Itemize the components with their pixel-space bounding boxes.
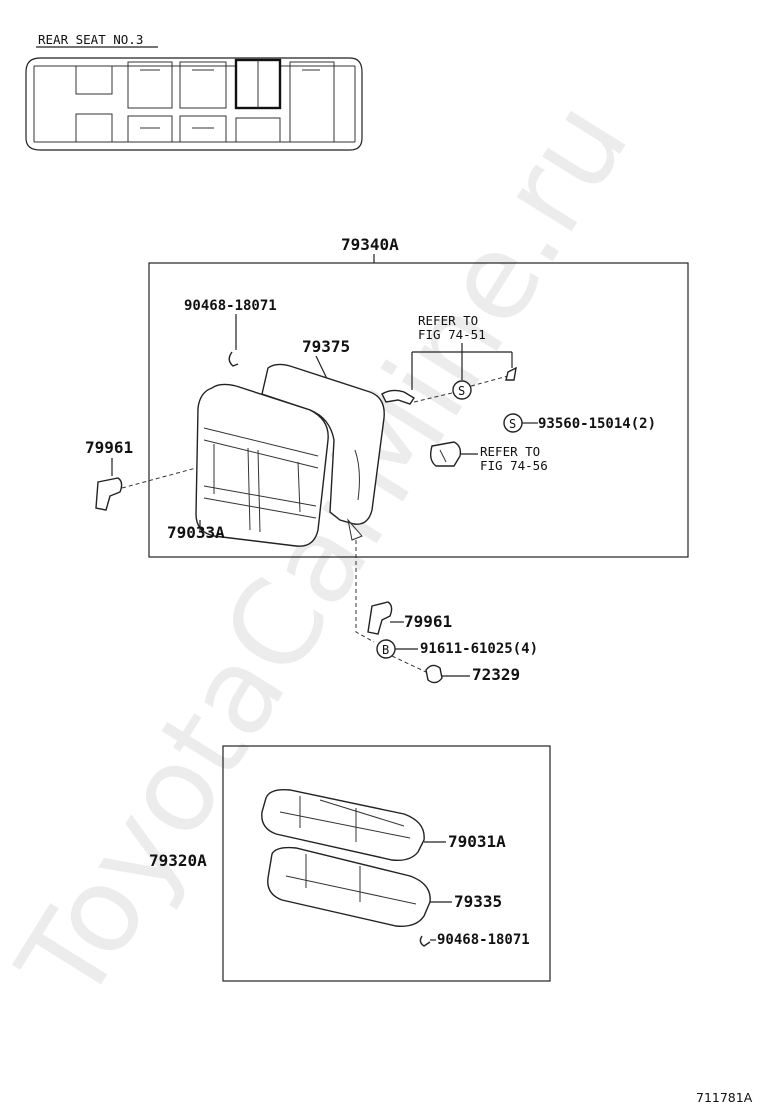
clip-icon <box>228 351 239 367</box>
label-79033A: 79033A <box>167 523 225 542</box>
cushion-pad <box>267 846 431 927</box>
label-79375: 79375 <box>302 337 350 356</box>
vehicle-layout-thumbnail <box>25 57 363 151</box>
seatback-cover <box>195 383 329 547</box>
seatback-assy-box <box>148 262 689 558</box>
seatback-frame <box>261 363 385 525</box>
bushing <box>425 664 443 684</box>
label-79320A: 79320A <box>149 851 207 870</box>
label-90468-top: 90468-18071 <box>184 298 277 314</box>
hinge-cover-left <box>95 477 123 511</box>
marker-b1-text: B <box>382 643 389 657</box>
refer-74-51-line2: FIG 74-51 <box>418 327 486 342</box>
refer-74-51-line1: REFER TO <box>418 313 478 328</box>
label-91611: 91611-61025(4) <box>420 641 538 657</box>
label-79340A: 79340A <box>341 235 399 254</box>
label-79335: 79335 <box>454 892 502 911</box>
marker-s1-text: S <box>458 384 465 398</box>
label-79031A: 79031A <box>448 832 506 851</box>
label-79961-lower: 79961 <box>404 612 452 631</box>
label-90468-bottom: 90468-18071 <box>437 932 530 948</box>
cushion-assy-box <box>222 745 551 982</box>
header-title: REAR SEAT NO.3 <box>38 32 143 47</box>
marker-s2-text: S <box>509 417 516 431</box>
lock-knob <box>429 441 462 467</box>
hinge-cover-lower <box>367 601 393 635</box>
label-93560: 93560-15014(2) <box>538 416 656 432</box>
refer-74-56-line2: FIG 74-56 <box>480 458 548 473</box>
label-79961-left: 79961 <box>85 438 133 457</box>
hinge-bracket <box>381 389 415 405</box>
figure-code: 711781A <box>696 1090 753 1105</box>
hinge-clip <box>505 366 517 381</box>
label-72329: 72329 <box>472 665 520 684</box>
marker-s1 <box>452 380 472 400</box>
refer-74-56-line1: REFER TO <box>480 444 540 459</box>
clip-icon-bottom <box>419 935 431 947</box>
